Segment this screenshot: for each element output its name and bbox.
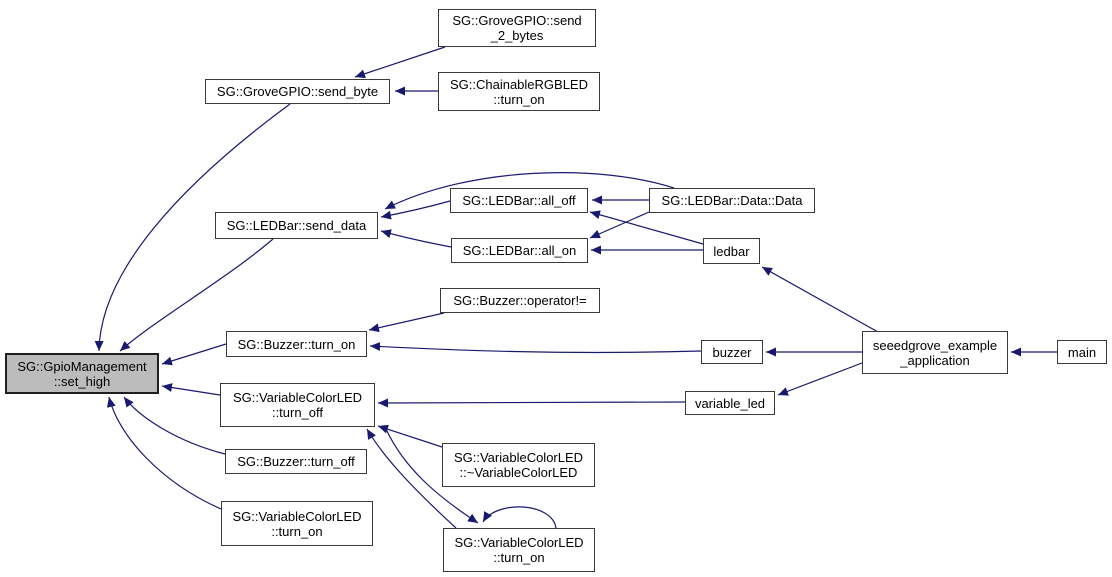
node-label-line: SG::LEDBar::Data::Data	[661, 193, 803, 208]
node-buzzer-turn-off[interactable]: SG::Buzzer::turn_off	[225, 449, 367, 474]
node-label-line: SG::ChainableRGBLED	[449, 76, 588, 92]
node-ledbar-all-off[interactable]: SG::LEDBar::all_off	[450, 188, 588, 213]
edge-all-on-to-send-data	[380, 229, 452, 248]
node-label-line: SG::VariableColorLED	[232, 390, 363, 405]
node-label-line: main	[1067, 344, 1097, 360]
edge-seeedgrove-to-variable-led	[777, 362, 863, 396]
edge-varled-turn-on-b-self-loop	[482, 506, 557, 529]
node-label-line: ::set_high	[53, 373, 111, 389]
node-main[interactable]: main	[1057, 340, 1107, 364]
edge-varled-turn-off-to-set-high	[161, 383, 221, 396]
node-label-line: SG::GroveGPIO::send	[452, 13, 582, 28]
edge-buzzer-to-buzzer-turn-on	[369, 342, 702, 354]
edge-buzzer-turn-off-to-set-high	[123, 396, 226, 455]
edge-buzzer-operator-ne-to-buzzer-turn-on	[368, 312, 445, 333]
node-label-line: SG::GroveGPIO::send_byte	[216, 84, 379, 99]
node-buzzer-operator-not-equal[interactable]: SG::Buzzer::operator!=	[440, 288, 600, 313]
node-buzzer[interactable]: buzzer	[701, 340, 763, 364]
node-label-line: SG::LEDBar::all_on	[462, 243, 577, 258]
node-gpiomanagement-set-high: SG::GpioManagement ::set_high	[5, 353, 159, 394]
node-variablecolorled-turn-on-a[interactable]: SG::VariableColorLED ::turn_on	[221, 501, 373, 546]
node-label-line: ::turn_off	[271, 405, 324, 420]
node-label-line: SG::Buzzer::operator!=	[453, 293, 587, 308]
node-label-line: SG::LEDBar::all_off	[462, 193, 576, 208]
node-variablecolorled-turn-on-b[interactable]: SG::VariableColorLED ::turn_on	[443, 528, 595, 572]
node-label-line: _application	[900, 352, 970, 368]
edge-send-2-bytes-to-send-byte	[354, 46, 446, 79]
edge-all-off-to-send-data	[380, 200, 451, 220]
edge-data-data-to-all-on	[589, 211, 650, 239]
node-label-line: SG::VariableColorLED	[454, 535, 584, 550]
node-label-line: SG::LEDBar::send_data	[226, 218, 367, 233]
node-ledbar[interactable]: ledbar	[703, 238, 760, 264]
node-label-line: seeedgrove_example	[872, 337, 998, 353]
node-ledbar-send-data[interactable]: SG::LEDBar::send_data	[215, 212, 378, 239]
node-label-line: SG::VariableColorLED	[453, 450, 584, 465]
node-grovegpio-send-2-bytes[interactable]: SG::GroveGPIO::send _2_bytes	[438, 9, 596, 47]
edge-seeedgrove-to-ledbar	[761, 266, 879, 333]
node-label-line: ::~VariableColorLED	[459, 465, 578, 480]
node-ledbar-all-on[interactable]: SG::LEDBar::all_on	[451, 238, 588, 263]
node-label-line: ::turn_on	[493, 91, 545, 107]
node-seeedgrove-example-application[interactable]: seeedgrove_example _application	[862, 331, 1008, 374]
node-ledbar-data-data[interactable]: SG::LEDBar::Data::Data	[649, 188, 815, 213]
node-variable-led[interactable]: variable_led	[685, 391, 775, 415]
node-chainablergbled-turn-on[interactable]: SG::ChainableRGBLED ::turn_on	[438, 72, 600, 111]
node-variablecolorled-turn-off[interactable]: SG::VariableColorLED ::turn_off	[220, 383, 375, 427]
node-grovegpio-send-byte[interactable]: SG::GroveGPIO::send_byte	[205, 79, 390, 104]
node-label-line: SG::Buzzer::turn_off	[237, 454, 355, 469]
edge-varled-turn-on-a-to-set-high	[106, 396, 222, 510]
node-variablecolorled-destructor[interactable]: SG::VariableColorLED ::~VariableColorLED	[442, 443, 595, 487]
node-label-line: SG::VariableColorLED	[232, 508, 362, 524]
edge-buzzer-turn-on-to-set-high	[161, 343, 227, 366]
node-label-line: SG::GpioManagement	[17, 358, 147, 374]
node-label-line: ::turn_on	[493, 550, 545, 565]
node-buzzer-turn-on[interactable]: SG::Buzzer::turn_on	[226, 331, 367, 357]
edge-varled-dtor-to-varled-turn-off	[377, 424, 443, 448]
node-label-line: ::turn_on	[271, 523, 323, 539]
node-label-line: _2_bytes	[490, 28, 544, 43]
edge-ledbar-to-all-off	[589, 210, 704, 245]
edge-variable-led-to-varled-turn-off	[377, 398, 686, 408]
node-label-line: variable_led	[694, 395, 766, 411]
node-label-line: SG::Buzzer::turn_on	[237, 336, 356, 352]
node-label-line: buzzer	[712, 344, 752, 360]
node-label-line: ledbar	[713, 243, 750, 259]
